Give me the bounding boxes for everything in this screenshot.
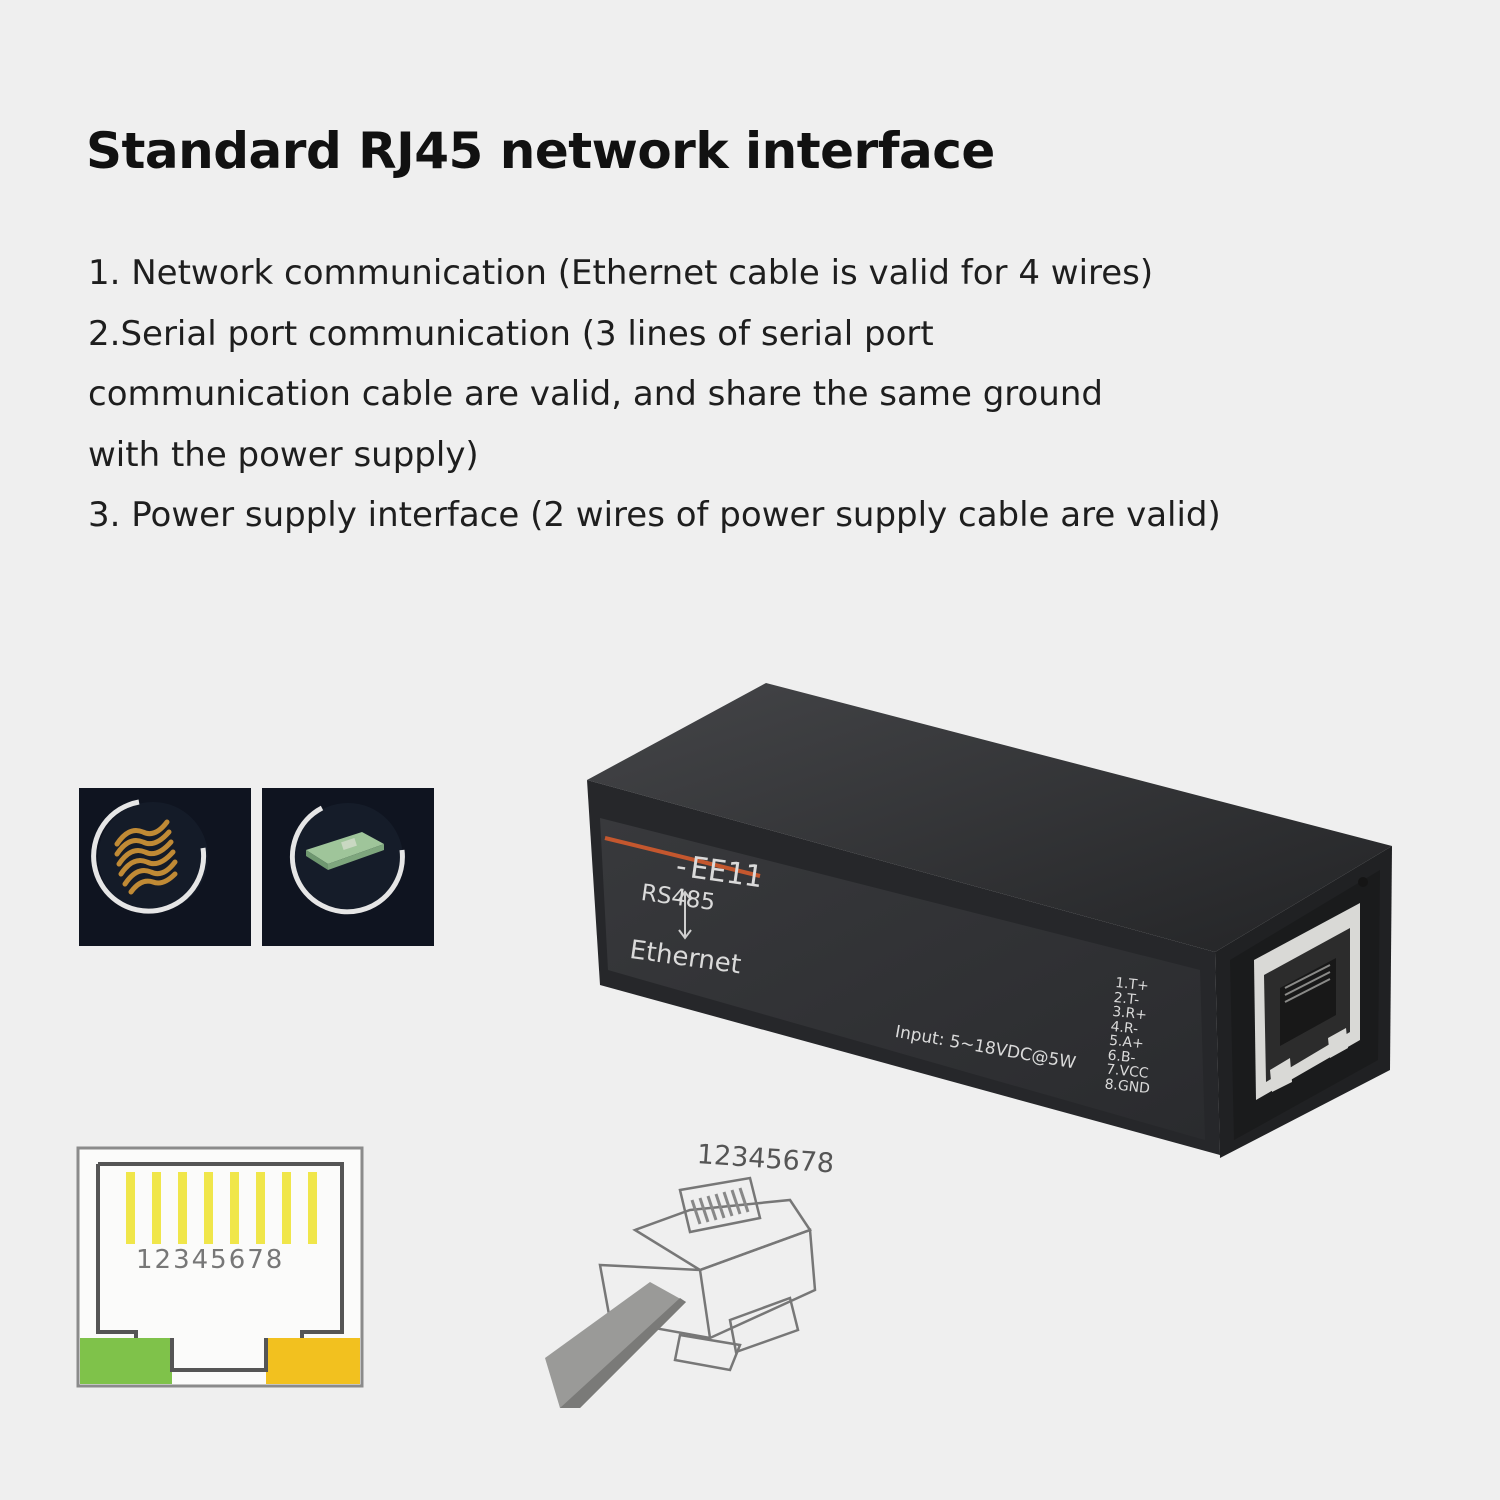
feature-line: 3. Power supply interface (2 wires of po…	[88, 495, 1221, 535]
feature-line: 2.Serial port communication (3 lines of …	[88, 313, 934, 354]
rs485-ethernet-converter	[587, 683, 1392, 1158]
page-title: Standard RJ45 network interface	[86, 122, 995, 180]
gold-pins-thumbnail	[79, 788, 251, 946]
feature-line: 1. Network communication (Ethernet cable…	[88, 253, 1154, 293]
rj45-socket-diagram	[76, 1146, 364, 1388]
pcb-thumbnail	[262, 788, 434, 946]
feature-list: 1. Network communication (Ethernet cable…	[88, 243, 1388, 546]
rj45-plug-diagram	[545, 1176, 817, 1408]
socket-pin-numbers: 12345678	[136, 1245, 285, 1275]
feature-line: with the power supply)	[88, 434, 479, 475]
feature-line: communication cable are valid, and share…	[88, 374, 1103, 414]
